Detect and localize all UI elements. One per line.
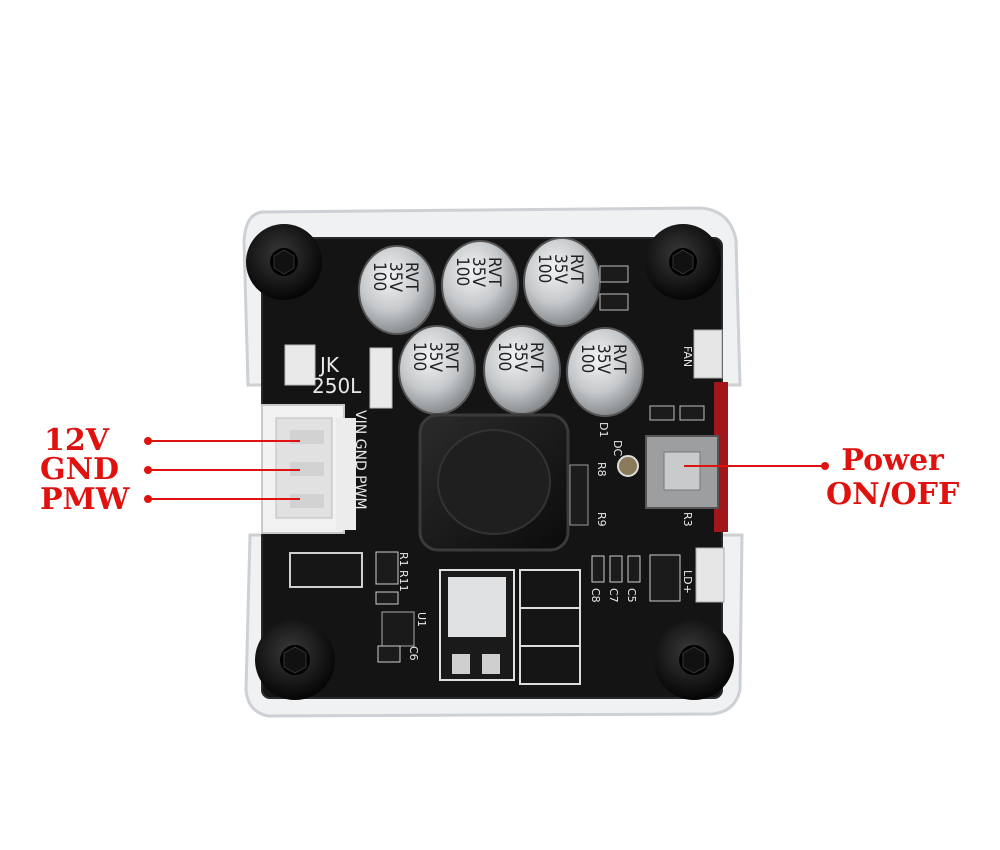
silk-r11: R11 bbox=[397, 570, 410, 592]
smd-diode bbox=[649, 554, 681, 602]
power-callout-line2: ON/OFF bbox=[826, 477, 960, 512]
svg-text:35V: 35V bbox=[510, 342, 530, 372]
svg-text:RVT: RVT bbox=[401, 262, 421, 292]
svg-text:RVT: RVT bbox=[566, 254, 586, 284]
silk-r9: R9 bbox=[595, 512, 608, 527]
header-left bbox=[284, 344, 316, 386]
smd-cap bbox=[609, 555, 623, 583]
smd-resistor bbox=[375, 551, 399, 585]
screw bbox=[654, 620, 734, 700]
silk-fan: FAN bbox=[681, 346, 694, 367]
capacitor: 100 35V RVT bbox=[483, 325, 561, 415]
pin-label-12v: 12V bbox=[44, 423, 110, 458]
svg-text:35V: 35V bbox=[550, 254, 570, 284]
header-mid bbox=[369, 347, 393, 409]
smd-cap bbox=[377, 645, 401, 663]
mosfet bbox=[519, 607, 581, 647]
smd-part bbox=[599, 293, 629, 311]
svg-text:35V: 35V bbox=[385, 262, 405, 292]
capacitor: 100 35V RVT bbox=[441, 240, 519, 330]
power-callout-line1: Power bbox=[841, 443, 944, 478]
mosfet bbox=[519, 645, 581, 685]
silk-dc: DC bbox=[611, 440, 624, 456]
regulator bbox=[439, 569, 515, 681]
svg-text:RVT: RVT bbox=[526, 342, 546, 372]
svg-text:100: 100 bbox=[369, 262, 389, 291]
silk-c5: C5 bbox=[625, 588, 638, 603]
svg-text:100: 100 bbox=[577, 344, 597, 373]
silk-d1: D1 bbox=[597, 422, 610, 437]
silk-ld: LD+ bbox=[681, 570, 694, 594]
capacitor: 100 35V RVT bbox=[566, 327, 644, 417]
smd-led bbox=[679, 405, 705, 421]
silk-c6: C6 bbox=[407, 646, 420, 661]
svg-text:RVT: RVT bbox=[609, 344, 629, 374]
silk-r1: R1 bbox=[397, 552, 410, 567]
model-line2: 250L bbox=[312, 374, 362, 398]
svg-text:100: 100 bbox=[452, 257, 472, 286]
smd-cap bbox=[627, 555, 641, 583]
power-leader bbox=[684, 462, 829, 470]
led-header bbox=[695, 547, 725, 603]
capacitor: 100 35V RVT bbox=[358, 245, 436, 335]
smd-part bbox=[599, 265, 629, 283]
mosfet bbox=[519, 569, 581, 609]
silk-u1: U1 bbox=[415, 612, 428, 627]
capacitor: 100 35V RVT bbox=[523, 237, 601, 327]
capacitor: 100 35V RVT bbox=[398, 325, 476, 415]
inductor bbox=[418, 413, 570, 552]
model-line1: JK bbox=[318, 353, 340, 377]
silk-r8: R8 bbox=[595, 462, 608, 477]
silk-r3: R3 bbox=[681, 512, 694, 527]
svg-text:100: 100 bbox=[409, 342, 429, 371]
svg-text:100: 100 bbox=[494, 342, 514, 371]
jst-connector bbox=[261, 404, 356, 534]
screw bbox=[645, 224, 721, 300]
smd-diode bbox=[569, 464, 589, 526]
silk-c8: C8 bbox=[589, 588, 602, 603]
smd-module bbox=[289, 552, 363, 588]
silk-c7: C7 bbox=[607, 588, 620, 603]
pin-label-gnd: GND bbox=[40, 452, 120, 487]
smd-cap bbox=[591, 555, 605, 583]
svg-text:35V: 35V bbox=[425, 342, 445, 372]
screw bbox=[246, 224, 322, 300]
svg-text:RVT: RVT bbox=[484, 257, 504, 287]
trimmer bbox=[617, 455, 639, 477]
smd-led bbox=[649, 405, 675, 421]
ic-u1 bbox=[381, 611, 415, 647]
power-switch bbox=[645, 435, 719, 509]
svg-text:RVT: RVT bbox=[441, 342, 461, 372]
connector-silk: VIN GND PWM bbox=[352, 410, 368, 510]
smd-resistor bbox=[375, 591, 399, 605]
power-callout: Power ON/OFF bbox=[826, 446, 959, 510]
svg-text:100: 100 bbox=[534, 254, 554, 283]
svg-text:35V: 35V bbox=[468, 257, 488, 287]
pin-label-pmw: PMW bbox=[40, 482, 130, 517]
fan-header bbox=[693, 329, 723, 379]
screw bbox=[255, 620, 335, 700]
svg-text:35V: 35V bbox=[593, 344, 613, 374]
pin-leaders bbox=[144, 437, 300, 503]
